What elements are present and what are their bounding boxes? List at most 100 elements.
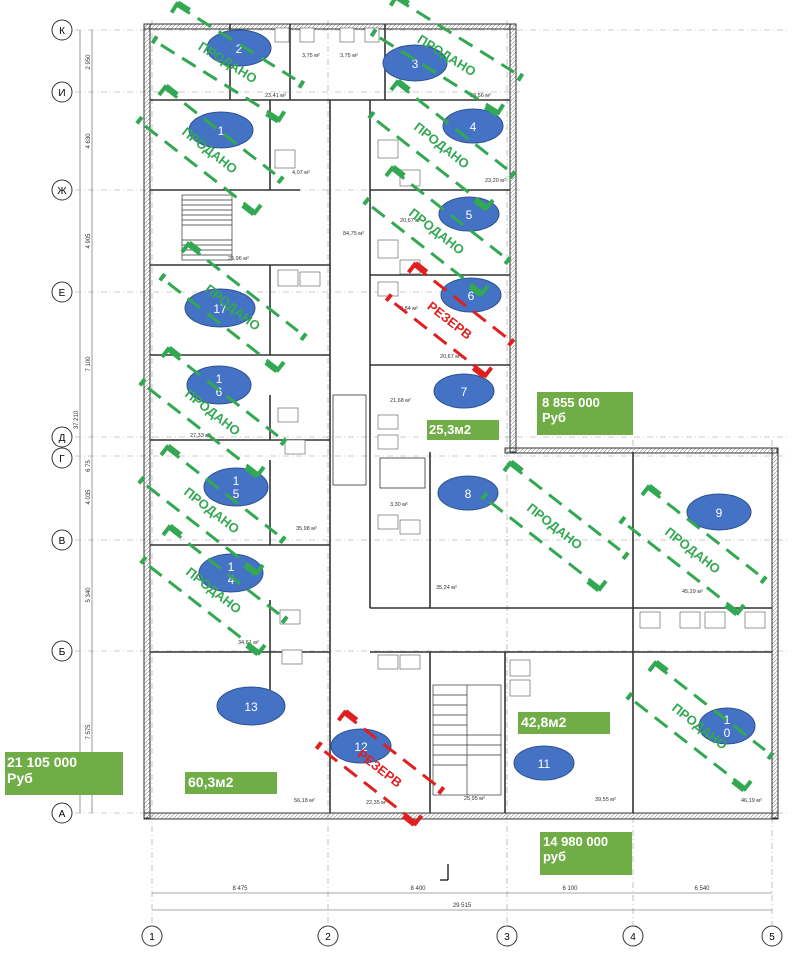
svg-text:4 630: 4 630 bbox=[86, 133, 92, 149]
unit-number: 3 bbox=[412, 57, 419, 71]
unit-number: 6 bbox=[216, 385, 223, 399]
svg-text:23,20 м²: 23,20 м² bbox=[485, 178, 506, 184]
stamp-label: ПРОДАНО bbox=[662, 524, 723, 576]
unit-marker-16: 16 bbox=[186, 365, 252, 405]
axis-grid bbox=[75, 20, 790, 925]
svg-text:7 100: 7 100 bbox=[86, 356, 92, 372]
unit-number: 1 bbox=[724, 713, 731, 727]
svg-text:6 540: 6 540 bbox=[694, 886, 710, 892]
unit-number: 1 bbox=[218, 124, 225, 138]
unit-number: 1 bbox=[233, 474, 240, 488]
svg-text:А: А bbox=[59, 809, 66, 820]
offer-unit11-area-value: 42,8м2 bbox=[521, 714, 567, 730]
stair-north bbox=[181, 194, 233, 261]
svg-text:5 340: 5 340 bbox=[86, 587, 92, 603]
unit-number: 0 bbox=[724, 726, 731, 740]
offer-unit7-area-value: 25,3м2 bbox=[429, 422, 472, 437]
svg-text:Г: Г bbox=[59, 454, 65, 465]
unit-marker-2: 2 bbox=[206, 29, 272, 67]
unit-number: 1 bbox=[228, 560, 235, 574]
unit-number: 4 bbox=[228, 573, 235, 587]
axis-bubble-2: 2 bbox=[317, 925, 339, 947]
svg-text:20,67 м²: 20,67 м² bbox=[400, 218, 421, 224]
unit-number: 5 bbox=[233, 487, 240, 501]
unit-number: 1 bbox=[216, 372, 223, 386]
svg-text:К: К bbox=[59, 26, 65, 37]
svg-text:21,68 м²: 21,68 м² bbox=[390, 398, 411, 404]
svg-text:6 100: 6 100 bbox=[562, 886, 578, 892]
svg-text:45,29 м²: 45,29 м² bbox=[682, 589, 703, 595]
svg-text:В: В bbox=[59, 536, 66, 547]
offer-unit11-currency: руб bbox=[543, 849, 567, 864]
unit-number: 7 bbox=[461, 385, 468, 399]
svg-text:Д: Д bbox=[59, 433, 66, 444]
svg-text:84,75 м²: 84,75 м² bbox=[343, 231, 364, 237]
axis-bubble-4: 4 bbox=[622, 925, 644, 947]
unit-marker-15: 15 bbox=[203, 467, 269, 507]
svg-text:Б: Б bbox=[59, 647, 66, 658]
svg-text:20,67 м²: 20,67 м² bbox=[440, 354, 461, 360]
offer-unit11-area: 42,8м2 bbox=[518, 712, 610, 734]
offer-unit13-price-value: 21 105 000 bbox=[7, 754, 78, 770]
svg-text:И: И bbox=[58, 88, 65, 99]
stair-south bbox=[432, 684, 502, 796]
svg-text:3,75 м²: 3,75 м² bbox=[340, 53, 358, 59]
unit-number: 12 bbox=[354, 740, 368, 754]
svg-text:1: 1 bbox=[149, 932, 155, 943]
column-axis-labels: 1 2 3 4 5 bbox=[141, 925, 783, 947]
axis-bubble-zh: Ж bbox=[51, 179, 73, 201]
unit-number: 17 bbox=[213, 302, 227, 316]
offer-unit13-price: 21 105 000 Руб bbox=[5, 752, 123, 795]
offer-unit7-price-value: 8 855 000 bbox=[542, 395, 600, 410]
unit-number: 2 bbox=[236, 42, 243, 56]
unit-marker-17: 17 bbox=[184, 288, 256, 328]
unit-marker-13: 13 bbox=[216, 686, 286, 726]
svg-text:3,30 м²: 3,30 м² bbox=[390, 502, 408, 508]
unit-marker-4: 4 bbox=[442, 108, 504, 144]
unit-marker-6: 6 bbox=[440, 277, 502, 313]
svg-text:2: 2 bbox=[325, 932, 331, 943]
sold-stamp: ПРОДАНО bbox=[480, 459, 630, 593]
svg-text:23,41 м²: 23,41 м² bbox=[265, 93, 286, 99]
svg-text:Ж: Ж bbox=[57, 186, 67, 197]
axis-bubble-3: 3 bbox=[496, 925, 518, 947]
offer-unit7-price: 8 855 000 Руб bbox=[537, 392, 633, 435]
svg-text:2 950: 2 950 bbox=[86, 54, 92, 70]
interior-walls bbox=[150, 24, 772, 813]
exterior-walls bbox=[143, 23, 779, 820]
svg-text:7 575: 7 575 bbox=[86, 724, 92, 740]
unit-marker-10: 10 bbox=[698, 707, 756, 745]
unit-marker-3: 3 bbox=[382, 44, 448, 82]
svg-text:27,33 м²: 27,33 м² bbox=[190, 433, 211, 439]
svg-text:46,19 м²: 46,19 м² bbox=[741, 798, 762, 804]
svg-text:6 75: 6 75 bbox=[86, 460, 92, 472]
sold-stamp: ПРОДАНО bbox=[150, 0, 306, 124]
unit-marker-8: 8 bbox=[437, 475, 499, 511]
reserved-stamp: РЕЗЕРВ bbox=[314, 709, 446, 827]
svg-text:37 210: 37 210 bbox=[74, 410, 80, 429]
axis-bubble-v: В bbox=[51, 529, 73, 551]
axis-bubble-g: Г bbox=[51, 447, 73, 469]
svg-text:29 515: 29 515 bbox=[453, 903, 472, 909]
svg-text:23,56 м²: 23,56 м² bbox=[470, 93, 491, 99]
axis-bubble-1: 1 bbox=[141, 925, 163, 947]
svg-text:5: 5 bbox=[769, 932, 775, 943]
stamp-label: ПРОДАНО bbox=[524, 500, 585, 552]
horizontal-dimensions: 8 475 8 400 6 100 6 540 29 515 bbox=[152, 864, 772, 911]
unit-marker-9: 9 bbox=[686, 493, 752, 531]
axis-bubble-i: И bbox=[51, 81, 73, 103]
unit-number: 8 bbox=[465, 487, 472, 501]
svg-text:22,35 м²: 22,35 м² bbox=[366, 800, 387, 806]
svg-text:3,75 м²: 3,75 м² bbox=[302, 53, 320, 59]
axis-bubble-k: К bbox=[51, 19, 73, 41]
svg-text:4 905: 4 905 bbox=[86, 233, 92, 249]
svg-text:35,98 м²: 35,98 м² bbox=[296, 526, 317, 532]
svg-text:4,07 м²: 4,07 м² bbox=[292, 170, 310, 176]
room-area-labels: 23,41 м² 3,75 м² 3,75 м² 23,56 м² 23,20 … bbox=[190, 53, 762, 806]
bathroom-fixtures bbox=[274, 27, 766, 697]
svg-text:4: 4 bbox=[630, 932, 636, 943]
unit-number: 13 bbox=[244, 700, 258, 714]
svg-text:8 475: 8 475 bbox=[232, 886, 248, 892]
offer-unit13-currency: Руб bbox=[7, 770, 33, 786]
